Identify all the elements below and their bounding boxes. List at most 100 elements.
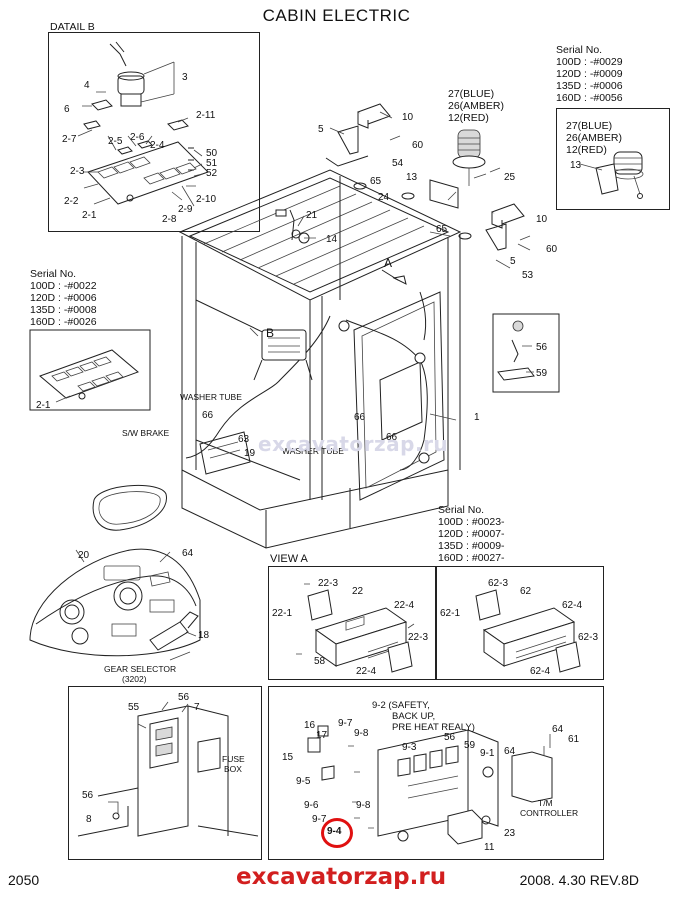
serial-switch-text: Serial No. 100D : -#0022 120D : -#0006 1… xyxy=(30,268,97,328)
view-a-drawing xyxy=(296,583,415,673)
label-relay-9-7-top: 9-7 xyxy=(338,718,353,729)
label-22-4-top: 22-4 xyxy=(394,600,415,611)
label-tm-1: T/M xyxy=(538,798,553,808)
label-66-left: 66 xyxy=(202,410,214,421)
label-relay-23: 23 xyxy=(504,828,516,839)
lamp-color-amber: 26(AMBER) xyxy=(566,132,623,144)
label-relay-9-8-bottom: 9-8 xyxy=(356,800,371,811)
highlight-circle xyxy=(321,818,353,848)
label-serial-switch-2-1: 2-1 xyxy=(36,400,51,411)
label-65-lower: 65 xyxy=(436,224,448,235)
label-14: 14 xyxy=(326,234,338,245)
label-fuse-caption-1: FUSE xyxy=(222,754,245,764)
label-62-4-top: 62-4 xyxy=(562,600,583,611)
detail-b-drawing xyxy=(77,41,209,207)
serial-radio-line: 100D : #0023- xyxy=(438,516,505,528)
label-13-top: 13 xyxy=(406,172,418,183)
lamp-color-red: 12(RED) xyxy=(448,112,489,124)
label-arrow-a: A xyxy=(384,256,393,270)
label-62: 62 xyxy=(520,586,532,597)
label-24: 24 xyxy=(378,192,390,203)
label-relay-59: 59 xyxy=(464,740,476,751)
label-54: 54 xyxy=(392,158,404,169)
label-relay-note-1: 9-2 (SAFETY, xyxy=(372,700,430,711)
label-detail-b-2-2: 2-2 xyxy=(64,196,79,207)
label-relay-17: 17 xyxy=(316,730,328,741)
label-22: 22 xyxy=(352,586,364,597)
label-1: 1 xyxy=(474,412,480,423)
label-fuse-56-left: 56 xyxy=(82,790,94,801)
label-fuse-8: 8 xyxy=(86,814,92,825)
label-62-3-top: 62-3 xyxy=(488,578,509,589)
serial-lamp-line: 100D : -#0029 xyxy=(556,56,623,68)
label-detail-b-50: 50 xyxy=(206,148,218,159)
serial-lamp-heading: Serial No. xyxy=(556,44,603,56)
label-detail-b-2-7: 2-7 xyxy=(62,134,77,145)
lamp-color-blue: 27(BLUE) xyxy=(448,88,495,100)
label-19: 19 xyxy=(244,448,256,459)
label-63: 63 xyxy=(238,434,250,445)
revision-date: 2008. 4.30 REV.8D xyxy=(519,872,639,888)
serial-lamp-line: 135D : -#0006 xyxy=(556,80,623,92)
label-serial-lamp-13: 13 xyxy=(570,160,582,171)
label-detail-b-2-8: 2-8 xyxy=(162,214,177,225)
label-detail-b-51: 51 xyxy=(206,158,218,169)
serial-lamp-line: 120D : -#0009 xyxy=(556,68,623,80)
label-60-lower: 60 xyxy=(546,244,558,255)
label-relay-9-6: 9-6 xyxy=(304,800,319,811)
label-fuse-caption-2: BOX xyxy=(224,764,242,774)
label-detail-b-2-6: 2-6 xyxy=(130,132,145,143)
label-relay-9-7-bottom: 9-7 xyxy=(312,814,327,825)
label-5-lower: 5 xyxy=(510,256,516,267)
label-60-upper: 60 xyxy=(412,140,424,151)
label-25: 25 xyxy=(504,172,516,183)
label-58: 58 xyxy=(314,656,326,667)
label-tm-2: CONTROLLER xyxy=(520,808,579,818)
detail-b-heading: DATAIL B xyxy=(50,21,95,33)
serial-switch-line: 135D : -#0008 xyxy=(30,304,97,316)
serial-switch-line: 160D : -#0026 xyxy=(30,316,97,328)
relay-box-drawing xyxy=(307,725,553,845)
label-detail-b-2-11: 2-11 xyxy=(196,110,216,121)
label-detail-b-2-3: 2-3 xyxy=(70,166,85,177)
radio-b-drawing xyxy=(475,589,581,673)
label-relay-9-5: 9-5 xyxy=(296,776,311,787)
label-relay-64-mid: 64 xyxy=(504,746,516,757)
label-5-upper: 5 xyxy=(318,124,324,135)
label-65-upper: 65 xyxy=(370,176,382,187)
label-detail-b-2-5: 2-5 xyxy=(108,136,123,147)
serial-radio-line: 160D : #0027- xyxy=(438,552,505,564)
serial-lamp-panel xyxy=(556,108,670,210)
label-22-3-right: 22-3 xyxy=(408,632,429,643)
label-fuse-56-top: 56 xyxy=(178,692,190,703)
label-horn-56: 56 xyxy=(536,342,548,353)
label-relay-56: 56 xyxy=(444,732,456,743)
label-relay-note-2: BACK UP, xyxy=(392,711,436,722)
label-18: 18 xyxy=(198,630,210,641)
lamp-color-red: 12(RED) xyxy=(566,144,607,156)
label-detail-b-2-4: 2-4 xyxy=(150,140,165,151)
page-title: CABIN ELECTRIC xyxy=(262,6,411,25)
label-fuse-55: 55 xyxy=(128,702,140,713)
label-relay-note-3: PRE HEAT REALY) xyxy=(392,722,475,733)
label-10-lower: 10 xyxy=(536,214,548,225)
detail-b-panel xyxy=(48,32,260,232)
label-detail-b-52: 52 xyxy=(206,168,218,179)
label-detail-b-2-9: 2-9 xyxy=(178,204,193,215)
label-22-3-top: 22-3 xyxy=(318,578,339,589)
label-10-upper: 10 xyxy=(402,112,414,123)
brand-watermark: excavatorzap.ru xyxy=(236,864,447,890)
label-detail-b-ref: B xyxy=(266,326,275,340)
label-detail-b-4: 4 xyxy=(84,80,90,91)
label-fuse-7: 7 xyxy=(194,702,200,713)
label-relay-9-8-top: 9-8 xyxy=(354,728,369,739)
serial-lamp-colors: 27(BLUE) 26(AMBER) 12(RED) xyxy=(566,120,622,156)
label-relay-11: 11 xyxy=(484,842,495,853)
label-62-1: 62-1 xyxy=(440,608,461,619)
serial-radio-heading: Serial No. xyxy=(438,504,485,516)
lamp-color-amber: 26(AMBER) xyxy=(448,100,505,112)
label-detail-b-2-10: 2-10 xyxy=(196,194,217,205)
serial-radio-line: 120D : #0007- xyxy=(438,528,505,540)
